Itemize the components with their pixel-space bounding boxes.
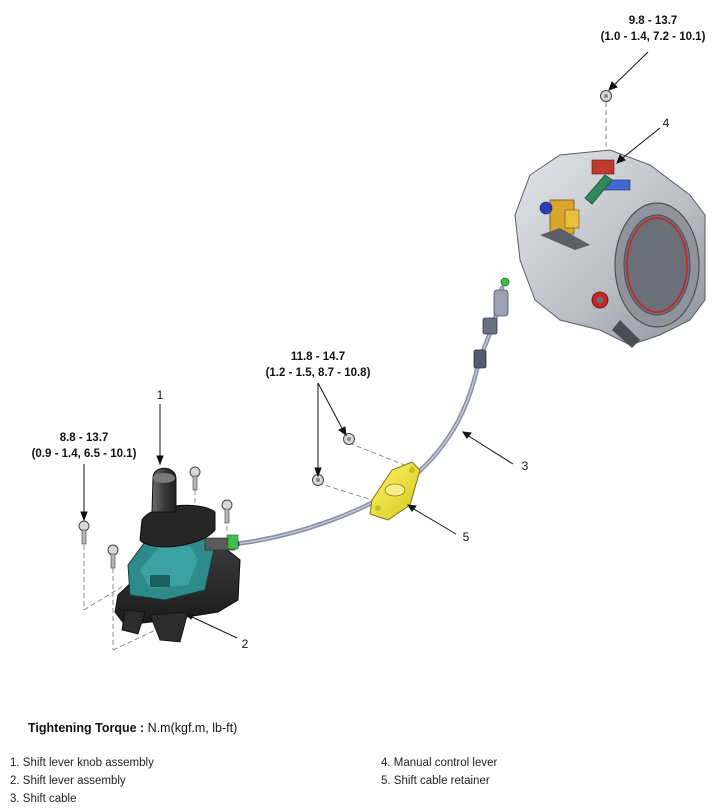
callout-2: 2 — [242, 637, 249, 651]
bolt-icon — [189, 466, 201, 491]
torque-units-value: (1.2 - 1.5, 8.7 - 10.8) — [266, 367, 371, 379]
legend-item: 2. Shift lever assembly — [10, 775, 126, 787]
shift-lever-assembly — [83, 490, 241, 651]
transmission-bolt — [600, 90, 612, 150]
legend-item: 4. Manual control lever — [381, 757, 498, 769]
tightening-torque-title: Tightening Torque : N.m(kgf.m, lb-ft) — [28, 721, 237, 735]
legend-item: 1. Shift lever knob assembly — [10, 757, 154, 769]
shift-cable-diagram: 9.8 - 13.7 (1.0 - 1.4, 7.2 - 10.1) 11.8 … — [32, 15, 706, 651]
torque-spec-transmission: 9.8 - 13.7 (1.0 - 1.4, 7.2 - 10.1) — [601, 15, 706, 43]
bolt-icon — [78, 520, 90, 545]
tightening-torque-label: Tightening Torque : — [28, 721, 145, 735]
torque-units-value: (0.9 - 1.4, 6.5 - 10.1) — [32, 448, 137, 460]
legend-list-right: 4. Manual control lever 5. Shift cable r… — [381, 754, 497, 790]
shift-lever-knob-assembly — [151, 467, 177, 513]
torque-value: 8.8 - 13.7 — [60, 432, 109, 444]
callout-3: 3 — [522, 459, 529, 473]
callout-5: 5 — [463, 530, 470, 544]
callout-1: 1 — [157, 388, 164, 402]
torque-units-label: N.m(kgf.m, lb-ft) — [144, 721, 238, 735]
lever-bolts — [78, 466, 233, 569]
torque-units-value: (1.0 - 1.4, 7.2 - 10.1) — [601, 31, 706, 43]
leader-lines — [80, 51, 661, 639]
legend-list-left: 1. Shift lever knob assembly 2. Shift le… — [10, 754, 154, 808]
shift-cable — [232, 277, 510, 548]
bolt-icon — [221, 499, 233, 524]
torque-value: 9.8 - 13.7 — [629, 15, 678, 27]
callout-4: 4 — [663, 116, 670, 130]
bolt-icon — [107, 544, 119, 569]
torque-value: 11.8 - 14.7 — [291, 351, 345, 363]
legend-item: 3. Shift cable — [10, 793, 77, 805]
legend-item: 5. Shift cable retainer — [381, 775, 490, 787]
shift-cable-retainer — [312, 433, 421, 521]
torque-spec-lever: 8.8 - 13.7 (0.9 - 1.4, 6.5 - 10.1) — [32, 432, 137, 460]
transmission-assembly — [514, 149, 706, 348]
torque-spec-retainer: 11.8 - 14.7 (1.2 - 1.5, 8.7 - 10.8) — [266, 351, 371, 379]
